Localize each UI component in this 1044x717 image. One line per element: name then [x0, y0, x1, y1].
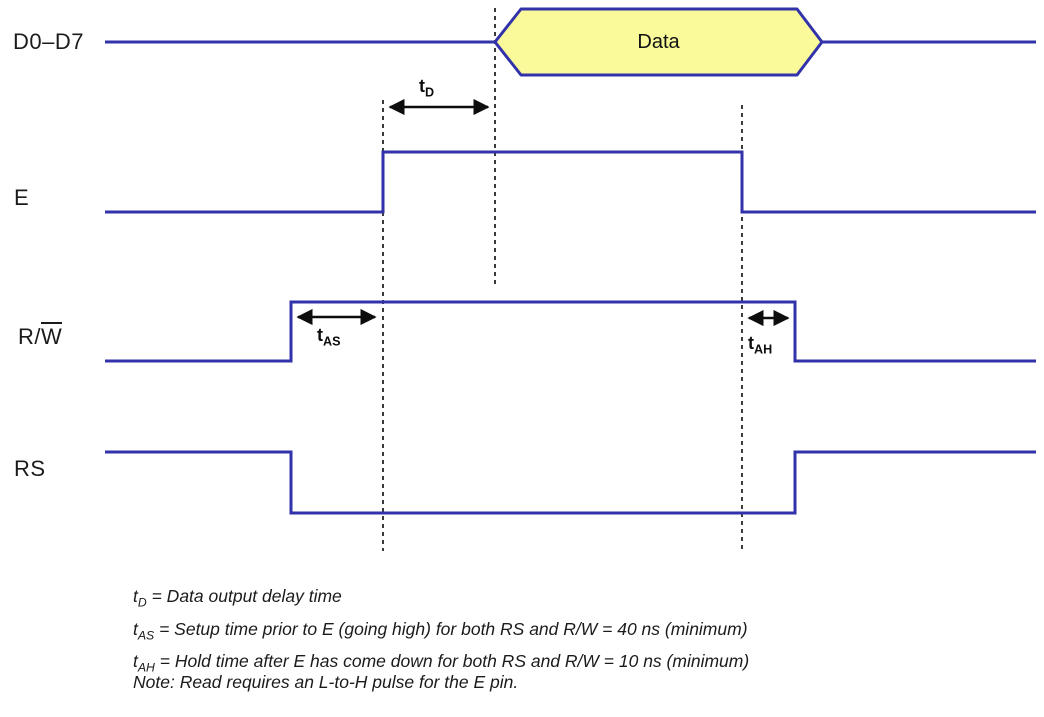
signal-label-data-bus: D0–D7 [13, 29, 84, 54]
note-tas-text: = Setup time prior to E (going high) for… [154, 618, 748, 639]
note-tah-base: t [133, 651, 138, 671]
read-write-prefix: R/ [18, 324, 41, 349]
note-td-base: t [133, 586, 138, 606]
enable-wave [105, 150, 1036, 214]
note-tah: tAH = Hold time after E has come down fo… [133, 648, 749, 681]
tas-base: t [317, 325, 323, 345]
td-base: t [419, 76, 425, 96]
tah-base: t [748, 333, 754, 353]
note-td-text: = Data output delay time [146, 586, 342, 606]
signal-label-enable: E [14, 185, 30, 210]
signal-label-register-select: RS [14, 456, 46, 481]
td-label: tD [419, 76, 434, 100]
read-write-overlined-w: W [41, 322, 63, 349]
note-tah-text: = Hold time after E has come down for bo… [154, 651, 750, 671]
note-tas-sub: AS [137, 628, 155, 642]
footnote: Note: Read requires an L-to-H pulse for … [133, 672, 519, 692]
note-td-sub: D [137, 595, 147, 610]
tas-sub: AS [323, 334, 341, 349]
signal-label-read-write: R/W [18, 322, 63, 350]
tas-label: tAS [317, 325, 341, 349]
note-td: tD = Data output delay time [133, 583, 749, 616]
note-tas: tAS = Setup time prior to E (going high)… [133, 616, 749, 649]
td-sub: D [425, 85, 435, 100]
read-write-wave [105, 300, 1036, 363]
tah-label: tAH [748, 333, 772, 357]
tah-sub: AH [754, 342, 773, 357]
note-tah-sub: AH [137, 660, 155, 675]
bus-value-data: Data [637, 31, 680, 53]
note-tas-base: t [133, 618, 138, 639]
register-select-wave [105, 450, 1036, 515]
timing-notes: tD = Data output delay time tAS = Setup … [133, 583, 749, 681]
